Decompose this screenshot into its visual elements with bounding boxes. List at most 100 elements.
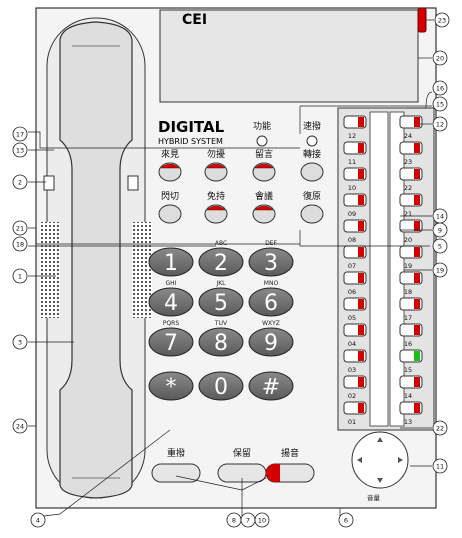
dial-key-letters: DEF [265,240,277,247]
dss-key-left-label: 12 [348,132,356,140]
callout-20: 20 [432,50,448,66]
callout-23: 23 [434,12,450,28]
arrow-left-icon[interactable] [357,457,362,463]
fn-key-conference-led [254,205,274,211]
lcd-display [159,9,419,103]
fn-key-flash[interactable]: 閃切 [158,191,182,224]
speaker-grille-left [40,222,60,318]
volume-pad[interactable] [351,431,409,489]
callout-19: 19 [432,262,448,278]
fn-key-restore-label: 復原 [303,190,321,202]
fn-key-restore[interactable]: 復原 [300,190,324,224]
dial-key-hash[interactable]: # [248,371,294,401]
callout-16: 16 [432,80,448,96]
callout-18: 18 [12,236,28,252]
dss-key-left-led [358,169,364,179]
callout-number: 7 [246,517,250,525]
fn-key-speed-dial[interactable]: 速撥 [303,121,321,147]
speakerphone-led [266,464,280,482]
dss-key-right[interactable]: 17 [399,297,423,322]
dss-key-right[interactable]: 21 [399,193,423,218]
dss-key-left[interactable]: 11 [343,141,367,166]
redial-key-label: 重撥 [167,447,185,459]
callout-number: 10 [258,517,266,525]
hook-switch[interactable] [43,175,55,191]
dss-key-left[interactable]: 03 [343,349,367,374]
fn-key-transfer[interactable]: 轉接 [300,148,324,182]
dss-key-left[interactable]: 08 [343,219,367,244]
callout-11: 11 [432,458,448,474]
dss-key-right[interactable]: 13 [399,401,423,426]
speakerphone-key[interactable]: 揚音 [265,447,315,483]
dss-key-right[interactable]: 24 [399,115,423,140]
dss-key-left-led [358,325,364,335]
dss-key-right-label: 19 [404,262,412,270]
dss-key-right-led [414,403,420,413]
dss-key-left[interactable]: 01 [343,401,367,426]
callout-number: 19 [436,267,444,275]
dss-key-right[interactable]: 14 [399,375,423,400]
dss-key-right[interactable]: 18 [399,271,423,296]
callout-number: 8 [232,517,236,525]
dss-key-left[interactable]: 02 [343,375,367,400]
hold-key[interactable]: 保留 [217,447,267,483]
dss-key-left-label: 10 [348,184,356,192]
volume-down-icon[interactable] [377,478,383,483]
dss-key-left[interactable]: 09 [343,193,367,218]
redial-key[interactable]: 重撥 [151,447,201,483]
dss-key-left-led [358,221,364,231]
handset[interactable] [59,21,133,499]
dial-key-digit: # [262,375,280,400]
dss-key-right[interactable]: 19 [399,245,423,270]
dss-key-right-led [414,195,420,205]
volume-up-icon[interactable] [377,437,383,442]
dial-key-1[interactable]: 1 [148,247,194,277]
dss-key-left[interactable]: 06 [343,271,367,296]
dial-key-digit: 6 [264,291,278,316]
dial-key-0[interactable]: 0 [198,371,244,401]
fn-key-transfer-label: 轉接 [303,148,321,160]
callout-number: 21 [16,225,24,233]
dss-key-right[interactable]: 15 [399,349,423,374]
dss-key-right[interactable]: 22 [399,167,423,192]
callout-number: 4 [36,517,40,525]
arrow-right-icon[interactable] [398,457,403,463]
dial-key-letters: TUV [214,320,228,327]
fn-key-message[interactable]: 留言 [252,148,276,182]
dss-key-left-led [358,273,364,283]
dss-key-right-label: 15 [404,366,412,374]
dial-key-star[interactable]: * [148,371,194,401]
fn-key-flash-label: 閃切 [161,191,179,202]
callout-5: 5 [432,238,448,254]
fn-key-conference[interactable]: 會議 [252,190,276,224]
dss-key-right[interactable]: 23 [399,141,423,166]
dss-key-right[interactable]: 20 [399,219,423,244]
callout-number: 3 [18,339,22,347]
fn-key-function[interactable]: 功能 [253,120,271,147]
fn-key-speaker[interactable]: 免持 [204,190,228,224]
dss-key-left[interactable]: 12 [343,115,367,140]
callout-9: 9 [432,222,448,238]
dss-key-left[interactable]: 04 [343,323,367,348]
dial-key-digit: 8 [214,331,228,356]
fn-key-pickup[interactable]: 來見 [158,149,182,182]
dial-key-letters: PQRS [163,320,180,327]
dial-key-8[interactable]: 8 TUV [198,320,244,357]
dss-key-right-label: 23 [404,158,412,166]
fn-key-dnd[interactable]: 勿擾 [204,148,228,182]
dss-key-left-label: 07 [348,262,356,270]
callout-number: 16 [436,85,444,93]
dial-key-digit: 0 [214,375,228,400]
fn-key-conference-label: 會議 [255,190,273,202]
dss-key-right[interactable]: 16 [399,323,423,348]
dss-key-left[interactable]: 05 [343,297,367,322]
dss-key-left[interactable]: 10 [343,167,367,192]
